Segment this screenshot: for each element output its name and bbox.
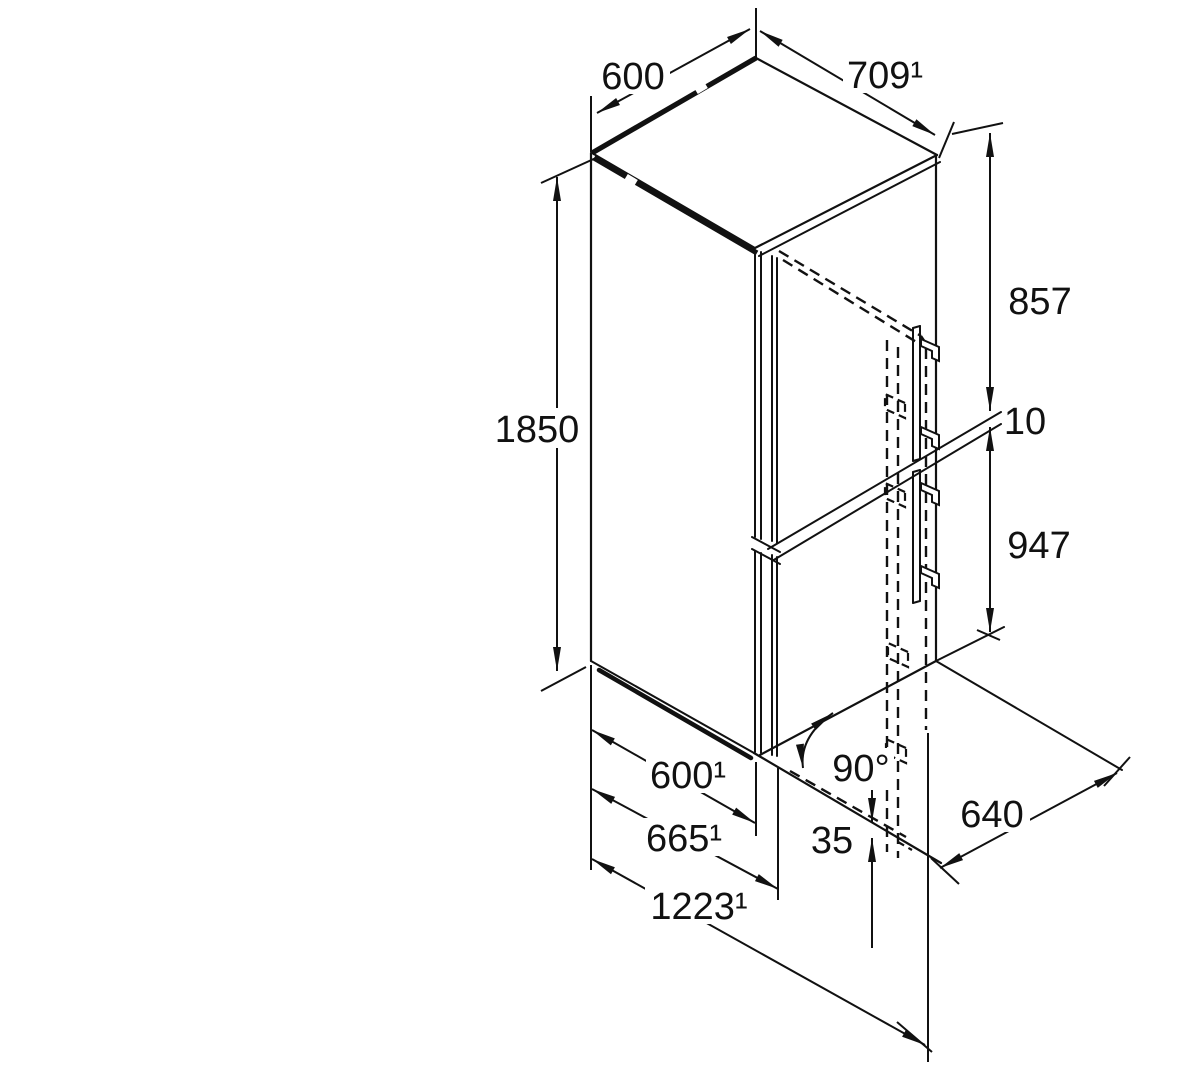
opening-angle-arc xyxy=(795,712,834,769)
label-bg xyxy=(646,755,730,793)
dim-line-width-top xyxy=(596,28,751,114)
label-bg xyxy=(642,818,726,856)
label-bg xyxy=(598,56,670,94)
reference-lines xyxy=(540,8,1131,1062)
label-bg xyxy=(490,408,584,448)
label-upper-section: 857 xyxy=(1008,281,1071,323)
label-width-bottom: 600¹ xyxy=(650,755,726,797)
dimension-labels: 600 709¹ 1850 857 10 947 600¹ 665¹ 1223¹… xyxy=(490,55,1072,928)
label-lower-section: 947 xyxy=(1007,525,1070,567)
upper-door-handle xyxy=(912,325,940,462)
label-height: 1850 xyxy=(495,409,580,451)
label-bottom-clearance: 35 xyxy=(811,820,853,862)
label-opening-angle: 90° xyxy=(832,748,889,790)
label-bg xyxy=(843,55,927,93)
label-door-depth-open: 640 xyxy=(960,794,1023,836)
lower-door-handle xyxy=(912,469,940,604)
dim-line-depth-doors-open xyxy=(591,858,926,1046)
label-depth-doors-open: 1223¹ xyxy=(650,886,747,928)
fridge-right-face xyxy=(758,153,938,757)
label-depth-top: 709¹ xyxy=(847,55,923,97)
door-split-gap xyxy=(751,411,1002,565)
label-width-incl-door: 665¹ xyxy=(646,818,722,860)
label-bg xyxy=(828,748,894,786)
label-bg xyxy=(954,794,1030,832)
fridge-front-face xyxy=(589,151,778,761)
label-bg xyxy=(645,886,753,924)
open-door-dashed-outline xyxy=(778,249,928,858)
label-bg xyxy=(808,820,856,858)
label-door-gap: 10 xyxy=(1004,401,1046,443)
label-width-top: 600 xyxy=(601,56,664,98)
